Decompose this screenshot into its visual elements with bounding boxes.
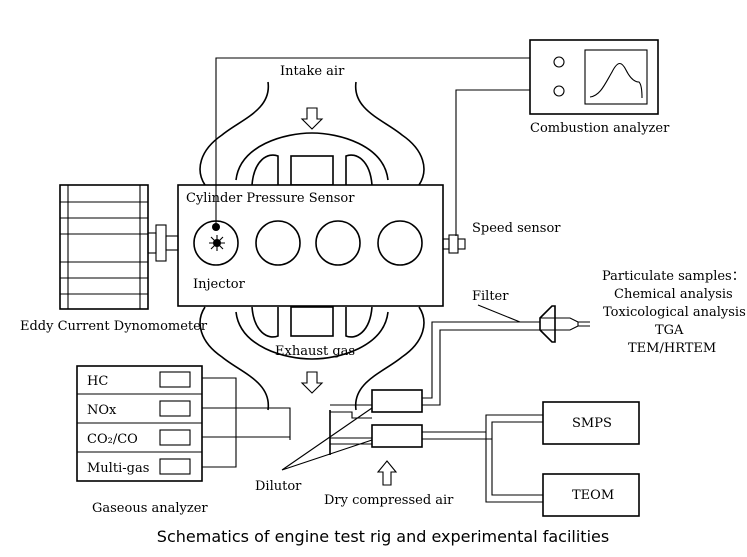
combustion-analyzer — [529, 39, 659, 115]
gaseous-analyzer-label: Gaseous analyzer — [92, 501, 208, 516]
particulate-item: Chemical analysis — [614, 287, 733, 302]
particulate-item: Toxicological analysis — [603, 305, 746, 320]
pressure-signal-wire — [215, 57, 545, 227]
dilutor-upper — [371, 389, 423, 413]
exhaust-sample-lines — [330, 404, 372, 445]
gas-row-hc: HC — [87, 374, 108, 389]
cylinder-pressure-sensor-label: Cylinder Pressure Sensor — [186, 191, 355, 206]
figure-caption: Schematics of engine test rig and experi… — [157, 527, 609, 546]
teom-label: TEOM — [572, 488, 614, 503]
smps-teom-lines — [422, 414, 543, 503]
engine-block — [177, 184, 444, 307]
intake-manifold — [199, 81, 425, 186]
gaseous-analyzer — [76, 365, 203, 482]
dynamometer — [59, 184, 149, 310]
dilutor-pointer — [281, 407, 373, 471]
smps-box — [542, 401, 640, 445]
exhaust-gas-label: Exhaust gas — [275, 344, 355, 359]
gas-row-nox: NOx — [87, 403, 117, 418]
exhaust-arrow-icon — [300, 371, 324, 394]
dilutor-lower — [371, 424, 423, 448]
gas-row-multi-gas: Multi-gas — [87, 461, 149, 476]
combustion-analyzer-label: Combustion analyzer — [530, 121, 670, 136]
intake-air-label: Intake air — [280, 64, 345, 79]
speed-sensor-icon — [442, 234, 466, 254]
teom-box — [542, 473, 640, 517]
cylinder-3 — [315, 220, 361, 266]
exhaust-manifold — [199, 306, 425, 411]
cylinder-4 — [377, 220, 423, 266]
filter-label: Filter — [472, 289, 509, 304]
intake-arrow-icon — [300, 107, 324, 130]
particulate-title: Particulate samples： — [602, 269, 745, 284]
gas-sample-lines — [202, 377, 291, 468]
eddy-current-label: Eddy Current Dynomometer — [20, 319, 208, 334]
gas-row-co2-co: CO₂/CO — [87, 432, 138, 447]
shaft-coupling — [147, 224, 179, 262]
particulate-item: TEM/HRTEM — [628, 341, 716, 356]
injector-label: Injector — [193, 277, 246, 292]
dry-compressed-air-label: Dry compressed air — [324, 493, 454, 508]
dry-air-arrow-icon — [376, 460, 398, 486]
filter-icon — [539, 305, 590, 343]
dilutor-label: Dilutor — [255, 479, 302, 494]
injector-icon — [209, 235, 225, 251]
smps-label: SMPS — [572, 416, 612, 431]
filter-line — [422, 321, 540, 406]
cylinder-2 — [255, 220, 301, 266]
particulate-item: TGA — [655, 323, 684, 338]
speed-sensor-label: Speed sensor — [472, 221, 561, 236]
speed-signal-wire — [455, 89, 545, 236]
